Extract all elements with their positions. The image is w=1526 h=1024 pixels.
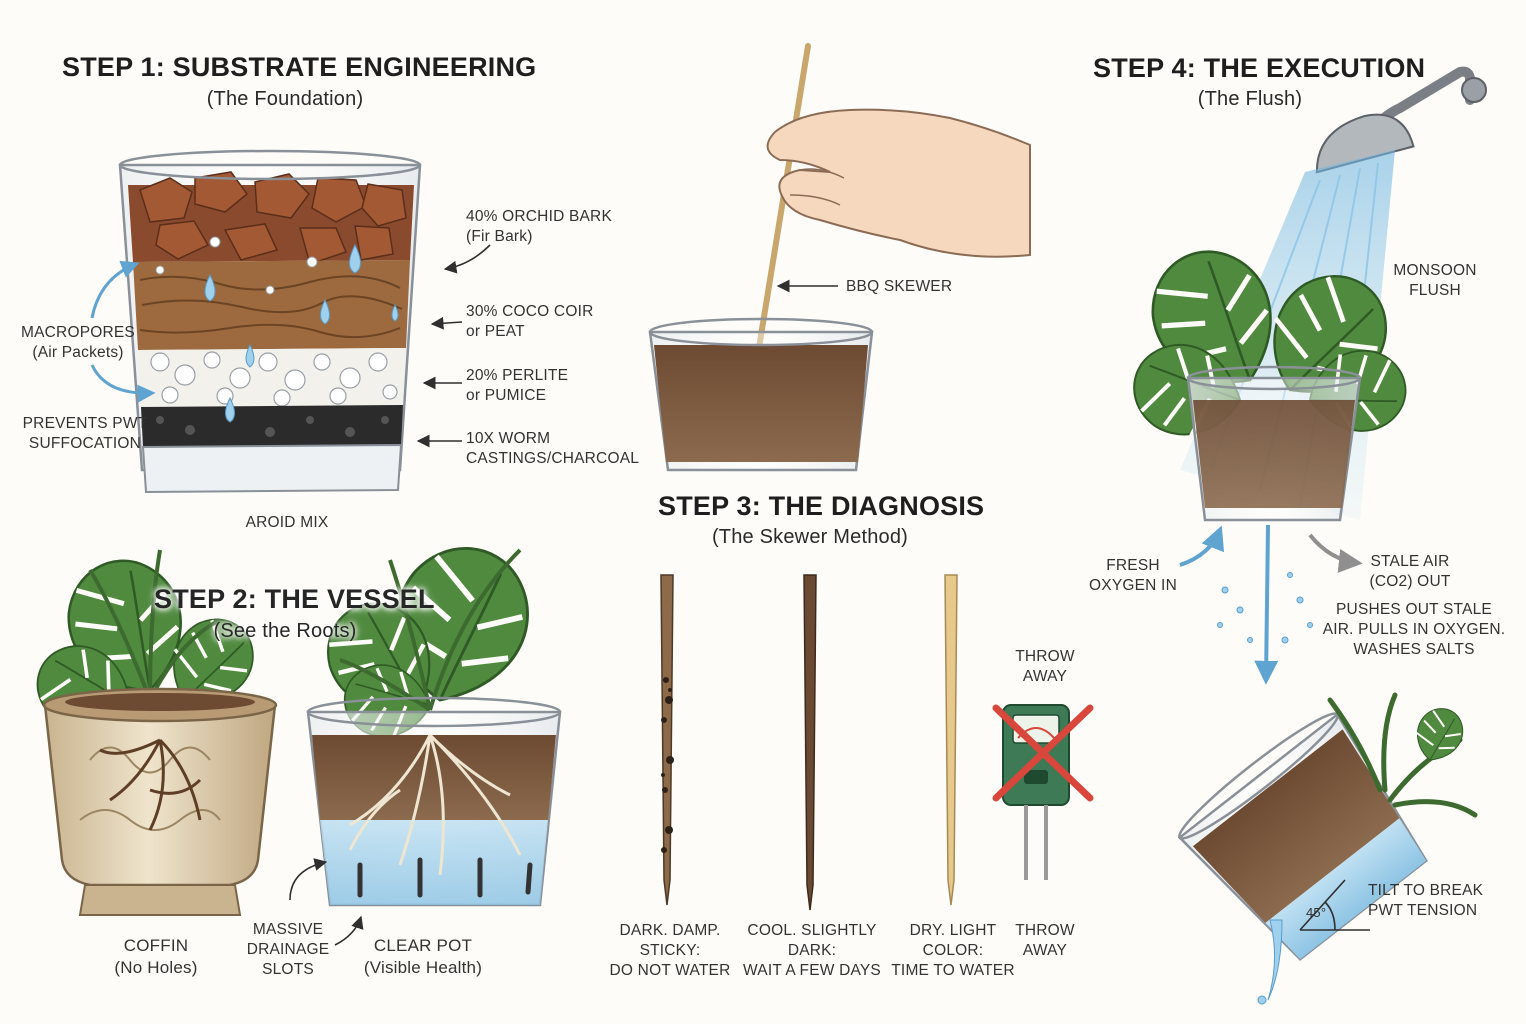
clear-pot-plant	[307, 533, 543, 743]
step1-subtitle: (The Foundation)	[206, 88, 364, 110]
flush-drips	[1217, 572, 1313, 644]
bbq-skewer-label: BBQ SKEWER	[846, 278, 953, 295]
step2-title: STEP 2: THE VESSEL	[154, 584, 435, 614]
aroid-mix-pot	[118, 149, 422, 494]
layer-bark-label: 40% ORCHID BARK(Fir Bark)	[466, 208, 612, 246]
downflow-arrow	[1254, 524, 1279, 685]
coffin-label: COFFIN(No Holes)	[114, 936, 198, 978]
stick-time-to-water	[944, 574, 958, 906]
step3-title: STEP 3: THE DIAGNOSIS	[658, 491, 985, 521]
step4-subtitle: (The Flush)	[1197, 88, 1303, 110]
coffin-pot	[42, 687, 278, 916]
macropores-label: MACROPORES(Air Packets)	[21, 324, 135, 362]
step2-arrows	[289, 858, 364, 946]
angle-marker	[1299, 879, 1370, 931]
stale-air-arrow	[1308, 533, 1363, 573]
stick-do-not-water	[660, 574, 674, 906]
clear-pot	[306, 696, 562, 907]
stale-air-label: STALE AIR(CO2) OUT	[1369, 553, 1451, 591]
aroid-mix-caption: AROID MIX	[245, 514, 329, 531]
step1-title: STEP 1: SUBSTRATE ENGINEERING	[62, 52, 537, 82]
step2-subtitle: (See the Roots)	[213, 620, 357, 642]
tilted-pot-leaf-blade	[1408, 701, 1471, 769]
shower-head	[1315, 66, 1487, 174]
step4-title: STEP 4: THE EXECUTION	[1093, 53, 1426, 83]
moisture-meter	[992, 704, 1094, 880]
step3-subtitle: (The Skewer Method)	[711, 526, 909, 548]
step1-arrows	[416, 244, 491, 448]
fresh-oxygen-arrow	[1179, 525, 1225, 567]
tilted-pot	[1177, 712, 1428, 961]
angle-label: 45°	[1306, 905, 1327, 920]
flush-pot	[1186, 365, 1362, 522]
skewer-pot	[648, 317, 874, 472]
macropore-arrows	[90, 260, 156, 403]
cross-mark	[992, 704, 1094, 802]
clear-pot-label: CLEAR POT(Visible Health)	[363, 936, 483, 978]
stick-wait	[803, 574, 817, 911]
drain-water	[1257, 919, 1283, 1005]
stick-do-not-water-label: DARK. DAMP.STICKY:DO NOT WATER	[609, 922, 731, 980]
